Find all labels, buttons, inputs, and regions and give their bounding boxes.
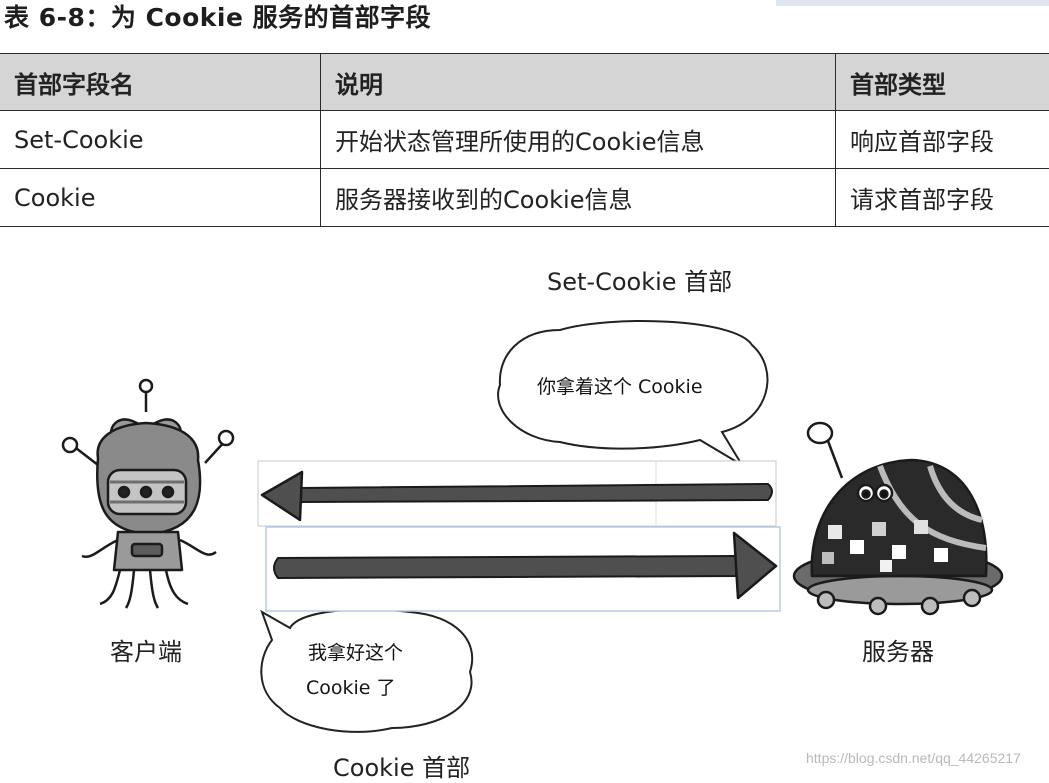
client-bubble-text-line1: 我拿好这个 — [308, 638, 403, 665]
cookie-header-label: Cookie 首部 — [333, 748, 470, 783]
client-speech-bubble — [261, 609, 472, 732]
client-robot-icon — [63, 380, 233, 608]
server-bubble-text: 你拿着这个 Cookie — [537, 372, 703, 399]
client-bubble-text-line2: Cookie 了 — [306, 673, 396, 700]
server-robot-icon — [794, 423, 1002, 614]
client-label: 客户端 — [110, 632, 182, 667]
server-label: 服务器 — [862, 632, 934, 667]
watermark: https://blog.csdn.net/qq_44265217 — [806, 750, 1021, 766]
set-cookie-header-label: Set-Cookie 首部 — [547, 262, 732, 297]
